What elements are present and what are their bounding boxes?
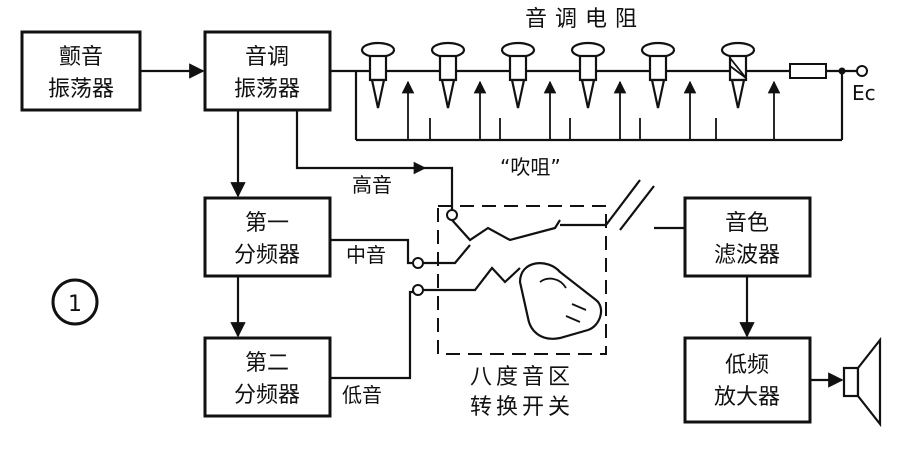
low-label: 低音 (342, 383, 382, 407)
tone-oscillator-block: 音调 振荡器 (203, 30, 332, 112)
low-frequency-amplifier-block: 低频 放大器 (683, 336, 812, 424)
tone-osc-line2: 振荡器 (234, 77, 300, 102)
key-2 (429, 41, 487, 140)
figure-number: 1 (51, 278, 99, 326)
timbre-filter-line1: 音色 (725, 211, 769, 236)
switch-label-line1: 八度音区 (470, 365, 574, 390)
timbre-filter-block: 音色 滤波器 (683, 196, 812, 278)
div2-line1: 第二 (245, 351, 289, 376)
lf-amp-line1: 低频 (725, 353, 769, 378)
ec-label: Ec (852, 81, 876, 105)
vibrato-osc-line1: 颤音 (59, 45, 103, 70)
key-3 (499, 41, 557, 140)
blow-label: “吹咀” (500, 155, 561, 179)
vibrato-oscillator-block: 颤音 振荡器 (20, 30, 142, 112)
octave-signal-lines: 高音 中音 低音 (295, 110, 458, 407)
octave-range-switch: 八度音区 转换开关 (423, 205, 607, 420)
speaker-icon (842, 336, 882, 428)
mid-label: 中音 (346, 243, 386, 267)
div1-line2: 分频器 (234, 243, 300, 268)
key-5 (639, 41, 697, 140)
tone-osc-line1: 音调 (245, 45, 289, 70)
high-label: 高音 (352, 173, 392, 197)
lf-amp-line2: 放大器 (714, 385, 780, 410)
mouthpiece: “吹咀” (500, 155, 685, 231)
key-1 (360, 41, 415, 140)
key-6 (715, 41, 781, 140)
key-4 (569, 41, 627, 140)
second-divider-block: 第二 分频器 (203, 336, 332, 418)
first-divider-block: 第一 分频器 (203, 196, 332, 278)
div2-line2: 分频器 (234, 383, 300, 408)
tone-resistor-chain: Ec (330, 7, 876, 142)
div1-line1: 第一 (245, 211, 289, 236)
figure-number-text: 1 (68, 292, 82, 317)
tone-resistor-label: 音调电阻 (525, 7, 645, 32)
timbre-filter-line2: 滤波器 (714, 243, 780, 268)
switch-label-line2: 转换开关 (470, 395, 574, 420)
vibrato-osc-line2: 振荡器 (48, 77, 114, 102)
